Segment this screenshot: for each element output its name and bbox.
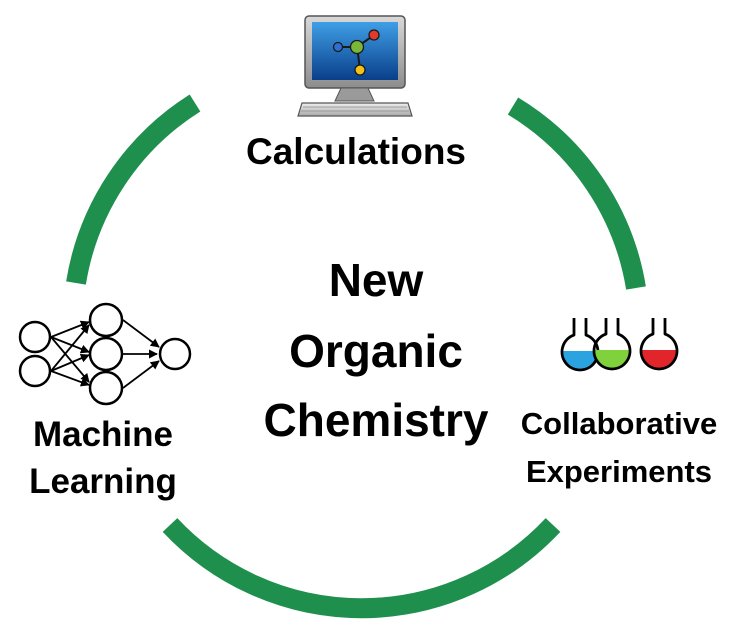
arc-top-right [507, 97, 646, 290]
flasks-icon [560, 318, 679, 372]
arc-bottom [162, 518, 561, 619]
input-node [18, 354, 52, 388]
input-node [18, 320, 52, 354]
center-title-line-2: Organic [289, 325, 463, 377]
arc-top-left [66, 94, 201, 285]
flask-blue [560, 318, 600, 372]
center-title-line-1: New [328, 254, 424, 306]
output-node [158, 337, 192, 371]
computer-molecule-icon [297, 15, 413, 117]
neural-network-icon [18, 302, 192, 406]
hidden-node [88, 302, 124, 338]
hidden-node [88, 336, 124, 372]
collaborative-experiments-label-line-2: Experiments [525, 454, 713, 489]
cycle-arcs [66, 94, 646, 619]
collaborative-experiments-label-line-1: Collaborative [520, 406, 718, 441]
flask-green [592, 318, 632, 371]
center-title-line-3: Chemistry [263, 394, 489, 446]
machine-learning-label-line-1: Machine [32, 415, 174, 454]
hidden-node [88, 370, 124, 406]
machine-learning-label-line-2: Learning [29, 462, 177, 501]
calculations-label: Calculations [246, 131, 466, 172]
flask-red [639, 318, 679, 371]
